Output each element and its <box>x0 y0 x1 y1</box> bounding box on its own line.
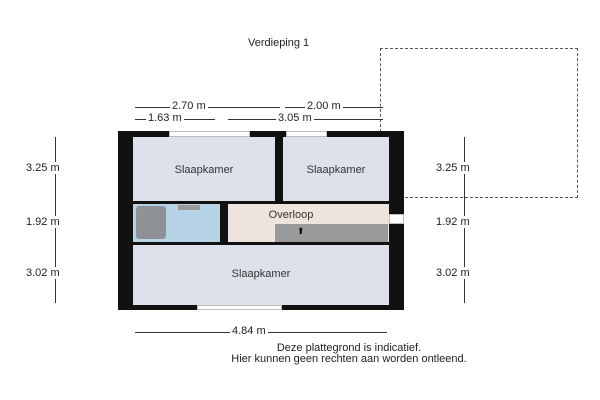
floor-title: Verdieping 1 <box>246 37 312 49</box>
window <box>169 131 250 137</box>
room-label: Slaapkamer <box>306 164 366 176</box>
room-label: Slaapkamer <box>231 268 291 280</box>
dim-label: 3.02 m <box>24 267 62 279</box>
dim-label: 2.00 m <box>305 100 343 112</box>
interior-wall <box>220 204 228 242</box>
room-bedroom-top-right <box>283 137 389 201</box>
window <box>389 214 404 224</box>
dim-label: 3.05 m <box>276 112 314 124</box>
room-bedroom-bottom <box>133 245 389 305</box>
dim-label: 2.70 m <box>170 100 208 112</box>
window <box>286 131 327 137</box>
room-label: Slaapkamer <box>174 164 234 176</box>
dim-label: 1.92 m <box>434 216 472 228</box>
dim-label: 4.84 m <box>230 325 268 337</box>
disclaimer-line2: Hier kunnen geen rechten aan worden ontl… <box>231 353 467 365</box>
dim-label: 1.92 m <box>24 216 62 228</box>
room-bedroom-top-left <box>133 137 275 201</box>
disclaimer: Deze plattegrond is indicatief. Hier kun… <box>0 343 600 365</box>
dim-label: 1.63 m <box>146 112 184 124</box>
stairs <box>275 224 388 242</box>
window <box>197 305 282 310</box>
sink-icon <box>178 205 200 210</box>
disclaimer-line1: Deze plattegrond is indicatief. <box>276 342 422 354</box>
dim-label: 3.02 m <box>434 267 472 279</box>
dim-label: 3.25 m <box>24 162 62 174</box>
room-label: Overloop <box>268 209 314 221</box>
stair-arrow-icon: ⬆ <box>297 226 305 236</box>
bathtub-icon <box>136 206 166 239</box>
dim-label: 3.25 m <box>434 162 472 174</box>
dashed-outline <box>380 48 578 198</box>
